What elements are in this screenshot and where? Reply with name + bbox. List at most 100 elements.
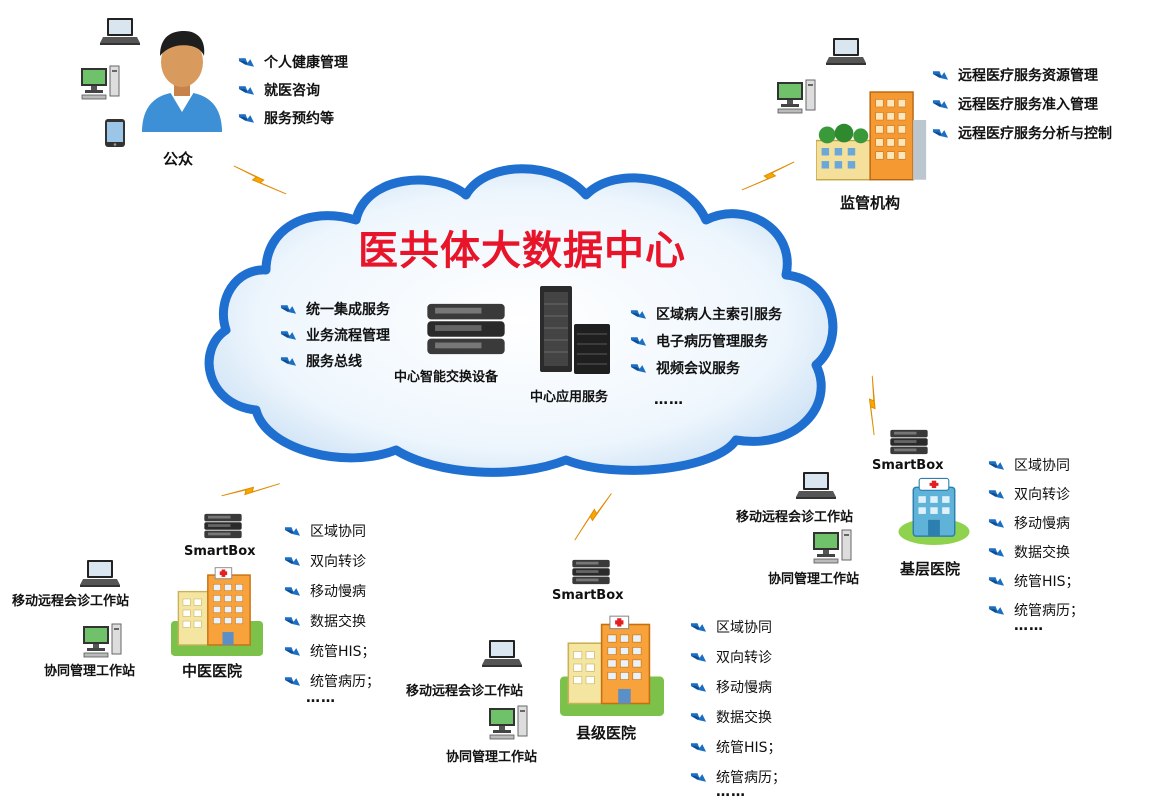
tcm-hospital-label: 中医医院 (182, 662, 243, 680)
smartbox-label: SmartBox (184, 544, 256, 559)
laptop-icon (100, 16, 140, 46)
lightning-bolt-icon (570, 486, 617, 548)
list-item: 双向转诊 (690, 642, 786, 672)
collab-station-label: 协同管理工作站 (44, 664, 136, 679)
list-item: 远程医疗服务资源管理 (932, 60, 1112, 89)
list-item: 数据交换 (690, 702, 786, 732)
public-list: 个人健康管理 就医咨询 服务预约等 (238, 48, 348, 132)
collab-station-label: 协同管理工作站 (446, 750, 538, 765)
list-item: 远程医疗服务准入管理 (932, 89, 1112, 118)
smartbox-label: SmartBox (552, 588, 624, 603)
tcm-list: 区域协同 双向转诊 移动慢病 数据交换 统管HIS； 统管病历； (284, 516, 380, 696)
arrow-icon (630, 307, 647, 321)
list-item: 移动慢病 (284, 576, 380, 606)
lightning-bolt-icon (740, 156, 796, 194)
list-item: 统一集成服务 (280, 296, 390, 322)
cloud-right-list: 区域病人主索引服务 电子病历管理服务 视频会议服务 (630, 300, 782, 381)
list-item: 移动慢病 (988, 508, 1084, 537)
primary-list: 区域协同 双向转诊 移动慢病 数据交换 统管HIS； 统管病历； (988, 450, 1084, 624)
cloud-title: 医共体大数据中心 (358, 228, 686, 274)
laptop-icon (796, 470, 836, 500)
list-item: 双向转诊 (284, 546, 380, 576)
list-item: 电子病历管理服务 (630, 327, 782, 354)
desktop-icon (82, 622, 122, 658)
primary-ellipsis: …… (1014, 618, 1044, 634)
arrow-icon (280, 328, 297, 342)
app-label: 中心应用服务 (530, 390, 609, 405)
desktop-icon (776, 78, 816, 114)
regulator-label: 监管机构 (840, 194, 901, 212)
cloud-ellipsis: …… (654, 392, 684, 408)
arrow-icon (284, 554, 301, 568)
list-item: 统管病历； (284, 666, 380, 696)
arrow-icon (280, 302, 297, 316)
arrow-icon (238, 83, 255, 97)
arrow-icon (932, 97, 949, 111)
arrow-icon (988, 516, 1005, 530)
list-item: 区域协同 (690, 612, 786, 642)
person-avatar-icon (142, 31, 222, 132)
remote-station-label: 移动远程会诊工作站 (406, 684, 524, 699)
primary-hospital-label: 基层医院 (900, 560, 961, 578)
arrow-icon (284, 644, 301, 658)
hospital-building-icon (164, 564, 270, 656)
list-item: 双向转诊 (988, 479, 1084, 508)
arrow-icon (988, 603, 1005, 617)
smartbox-icon (888, 428, 930, 456)
arrow-icon (284, 584, 301, 598)
desktop-icon (488, 704, 528, 740)
switch-label: 中心智能交换设备 (394, 370, 499, 385)
list-item: 统管病历； (690, 762, 786, 792)
desktop-icon (80, 64, 120, 100)
arrow-icon (690, 770, 707, 784)
list-item: 统管病历； (988, 595, 1084, 624)
list-item: 统管HIS； (988, 566, 1084, 595)
list-item: 移动慢病 (690, 672, 786, 702)
list-item: 服务预约等 (238, 104, 348, 132)
cloud-left-list: 统一集成服务 业务流程管理 服务总线 (280, 296, 390, 374)
arrow-icon (690, 740, 707, 754)
arrow-icon (630, 361, 647, 375)
list-item: 区域病人主索引服务 (630, 300, 782, 327)
remote-station-label: 移动远程会诊工作站 (12, 594, 130, 609)
list-item: 区域协同 (284, 516, 380, 546)
tablet-icon (105, 119, 125, 147)
arrow-icon (284, 674, 301, 688)
arrow-icon (932, 126, 949, 140)
collab-station-label: 协同管理工作站 (768, 572, 860, 587)
arrow-icon (238, 111, 255, 125)
smartbox-label: SmartBox (872, 458, 944, 473)
arrow-icon (988, 545, 1005, 559)
list-item: 服务总线 (280, 348, 390, 374)
county-ellipsis: …… (716, 784, 746, 800)
arrow-icon (988, 574, 1005, 588)
arrow-icon (690, 620, 707, 634)
desktop-icon (812, 528, 852, 564)
laptop-icon (80, 558, 120, 588)
smartbox-icon (570, 558, 612, 586)
remote-station-label: 移动远程会诊工作站 (736, 510, 854, 525)
arrow-icon (238, 55, 255, 69)
list-item: 远程医疗服务分析与控制 (932, 118, 1112, 147)
laptop-icon (482, 638, 522, 668)
arrow-icon (284, 614, 301, 628)
smartbox-icon (202, 512, 244, 540)
arrow-icon (932, 68, 949, 82)
arrow-icon (690, 710, 707, 724)
arrow-icon (690, 650, 707, 664)
arrow-icon (988, 487, 1005, 501)
arrow-icon (988, 458, 1005, 472)
laptop-icon (826, 36, 866, 66)
list-item: 数据交换 (988, 537, 1084, 566)
list-item: 业务流程管理 (280, 322, 390, 348)
tcm-ellipsis: …… (306, 690, 336, 706)
cloud-shape (204, 164, 838, 477)
list-item: 个人健康管理 (238, 48, 348, 76)
public-label: 公众 (163, 150, 194, 168)
list-item: 统管HIS； (690, 732, 786, 762)
arrow-icon (690, 680, 707, 694)
arrow-icon (280, 354, 297, 368)
list-item: 视频会议服务 (630, 354, 782, 381)
app-server-icon (540, 286, 610, 374)
list-item: 统管HIS； (284, 636, 380, 666)
